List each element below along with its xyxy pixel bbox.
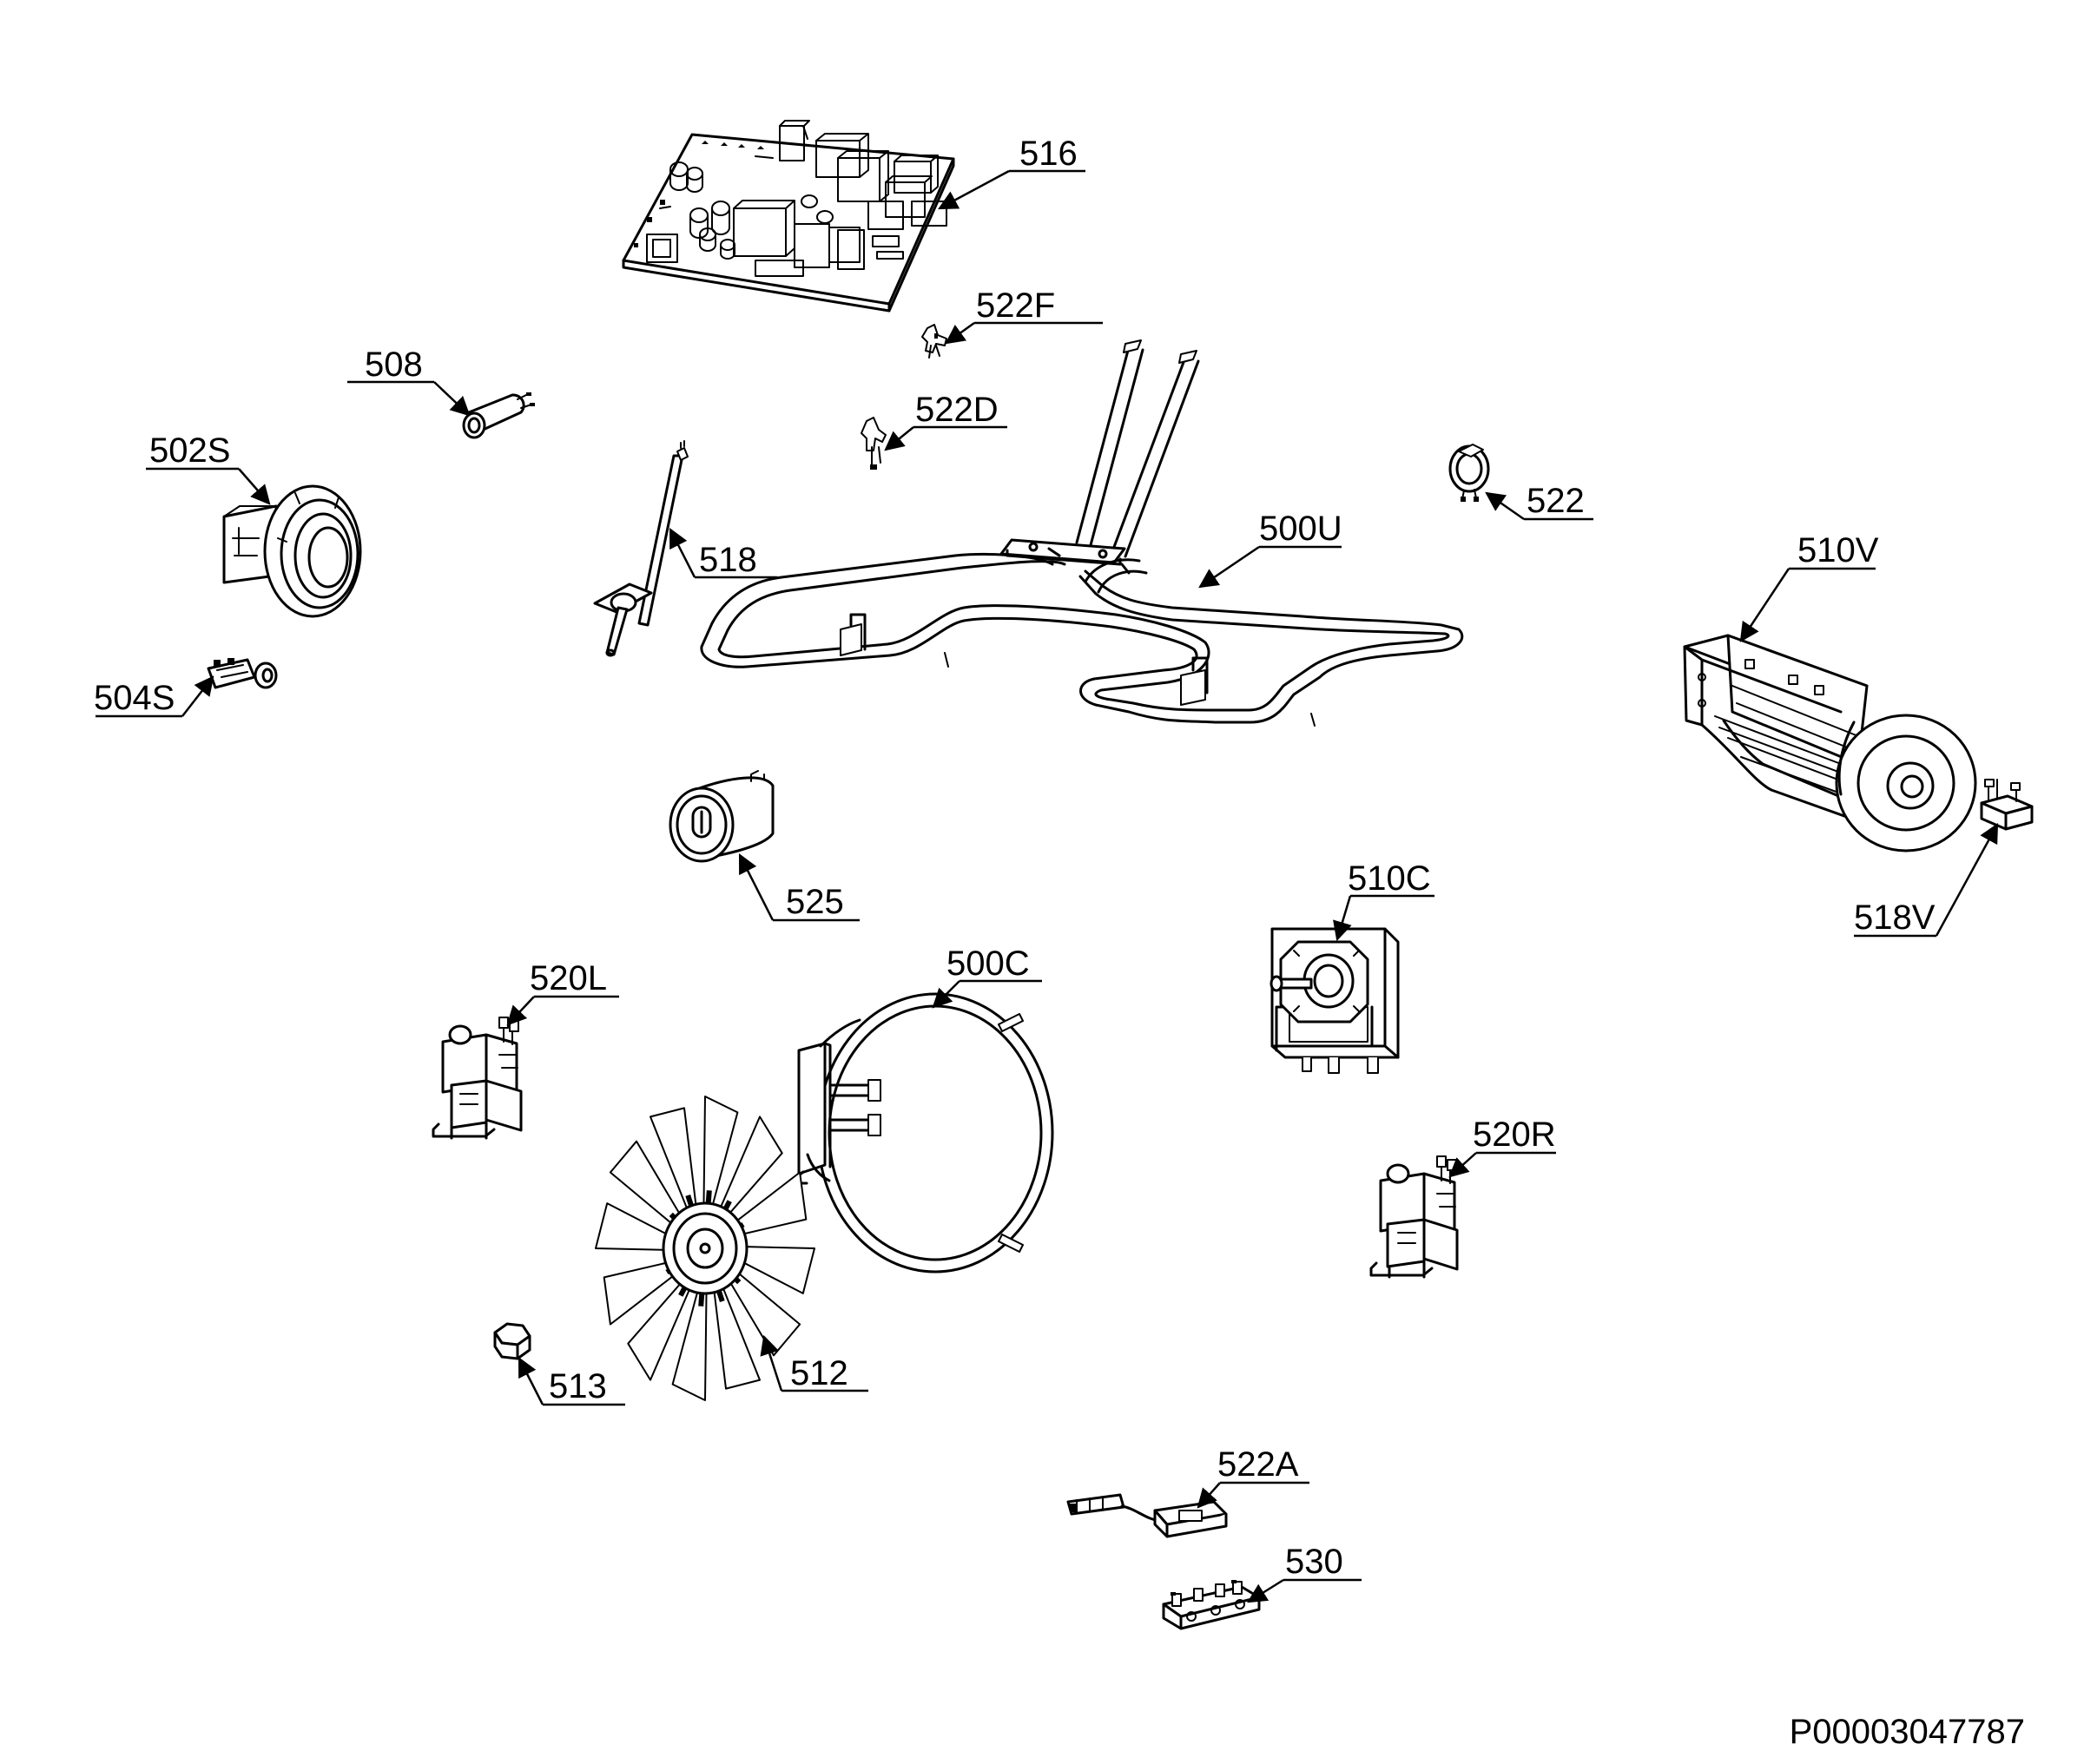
part-label-522A[interactable]: 522A xyxy=(1217,1445,1299,1484)
part-label-522F[interactable]: 522F xyxy=(976,286,1055,325)
leader-510C-arrow xyxy=(1333,895,1352,942)
part-502S-selector-switch[interactable] xyxy=(222,484,362,618)
part-510V-cooling-fan[interactable] xyxy=(1683,634,1977,852)
part-label-518[interactable]: 518 xyxy=(699,541,757,579)
part-500C-circular-heating-element[interactable] xyxy=(796,992,1054,1274)
part-500U-upper-heating-element[interactable] xyxy=(700,339,1464,727)
part-label-500U[interactable]: 500U xyxy=(1259,510,1342,548)
part-522A-lamp-cable[interactable] xyxy=(1066,1493,1228,1538)
part-label-530[interactable]: 530 xyxy=(1285,1543,1343,1581)
leader-508-arrow xyxy=(433,381,471,417)
part-522-lamp-holder[interactable] xyxy=(1448,444,1490,502)
part-520R-door-lock[interactable] xyxy=(1369,1155,1459,1279)
part-label-522D[interactable]: 522D xyxy=(915,391,999,429)
leader-522D-arrow xyxy=(884,426,914,451)
part-504S-switch[interactable] xyxy=(207,658,278,689)
leader-504S-arrow xyxy=(181,675,214,717)
leader-522A-arrow xyxy=(1197,1482,1221,1509)
leader-520L-arrow xyxy=(506,996,535,1026)
leader-518-arrow xyxy=(669,527,696,578)
part-label-516[interactable]: 516 xyxy=(1019,135,1078,173)
leader-510V-arrow xyxy=(1739,568,1791,642)
leader-502S-arrow xyxy=(238,468,271,505)
leader-516-arrow xyxy=(938,169,1010,210)
leader-512-arrow xyxy=(760,1334,783,1392)
part-520L-door-lock[interactable] xyxy=(432,1017,523,1140)
part-label-520L[interactable]: 520L xyxy=(530,959,607,997)
part-510C-fan-motor[interactable] xyxy=(1270,927,1400,1074)
part-label-504S[interactable]: 504S xyxy=(94,679,175,717)
part-525-capacitor[interactable] xyxy=(669,770,775,863)
document-code: P00003047787 xyxy=(1790,1713,2025,1751)
leader-500U-arrow xyxy=(1198,545,1260,589)
part-label-502S[interactable]: 502S xyxy=(149,431,230,470)
leader-522-arrow xyxy=(1485,491,1525,521)
part-label-510C[interactable]: 510C xyxy=(1348,859,1431,898)
part-518V-thermostat[interactable] xyxy=(1980,779,2034,831)
part-512-fan-blade[interactable] xyxy=(595,1096,815,1401)
part-522F-sensor-clip[interactable] xyxy=(921,324,947,359)
part-label-510V[interactable]: 510V xyxy=(1797,531,1879,569)
part-516-control-board[interactable] xyxy=(622,120,955,313)
leader-518V-arrow xyxy=(1935,823,1999,937)
leader-525-arrow xyxy=(738,852,775,921)
part-label-508[interactable]: 508 xyxy=(365,346,423,384)
part-label-520R[interactable]: 520R xyxy=(1473,1116,1556,1154)
leader-530-arrow xyxy=(1247,1578,1284,1603)
part-label-525[interactable]: 525 xyxy=(786,883,844,921)
part-label-522[interactable]: 522 xyxy=(1527,482,1585,520)
leader-500C-arrow xyxy=(932,980,960,1009)
part-label-500C[interactable]: 500C xyxy=(946,945,1030,983)
part-label-513[interactable]: 513 xyxy=(549,1367,607,1405)
part-508-indicator-lamp[interactable] xyxy=(462,392,535,439)
leader-513-arrow xyxy=(518,1356,544,1405)
part-label-512[interactable]: 512 xyxy=(790,1354,848,1392)
part-530-terminal-block[interactable] xyxy=(1162,1580,1261,1630)
leader-522F-arrow xyxy=(945,321,975,345)
part-518-temperature-probe[interactable] xyxy=(593,440,689,657)
part-522D-sensor[interactable] xyxy=(861,417,887,470)
leader-520R-arrow xyxy=(1448,1152,1477,1178)
part-513-nut[interactable] xyxy=(493,1322,531,1360)
part-label-518V[interactable]: 518V xyxy=(1854,898,1936,937)
